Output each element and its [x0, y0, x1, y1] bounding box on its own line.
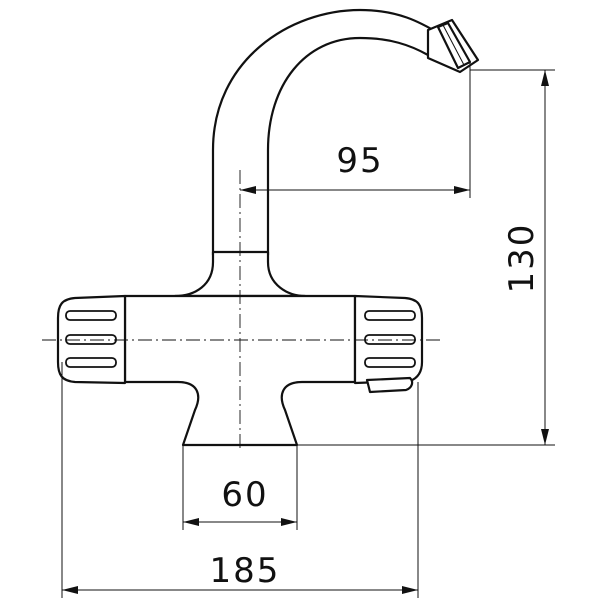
left-handle-grip-slot: [65, 334, 117, 345]
dimension-label-spout-reach: 95: [336, 141, 383, 181]
right-handle-grip-slot: [364, 310, 416, 321]
dimension-spout-reach: 95: [240, 62, 471, 198]
dimension-base-width: 60: [182, 445, 298, 530]
dimension-label-overall-width: 185: [210, 551, 281, 591]
right-handle-grip-slot: [364, 334, 416, 345]
left-handle-grip-slot: [65, 310, 117, 321]
right-handle-grip-slot: [364, 357, 416, 368]
left-handle-grip-slot: [65, 357, 117, 368]
aerator-nozzle: [426, 18, 480, 74]
dimension-label-base-width: 60: [221, 475, 268, 515]
centerlines: [42, 170, 440, 448]
right-handle-lever: [365, 376, 414, 394]
dimension-height: 130: [298, 69, 555, 446]
dimension-overall-width: 185: [61, 362, 419, 598]
left-handle: [56, 294, 127, 385]
spout: [211, 8, 480, 257]
right-handle: [353, 294, 424, 394]
dimension-label-height: 130: [502, 223, 542, 294]
